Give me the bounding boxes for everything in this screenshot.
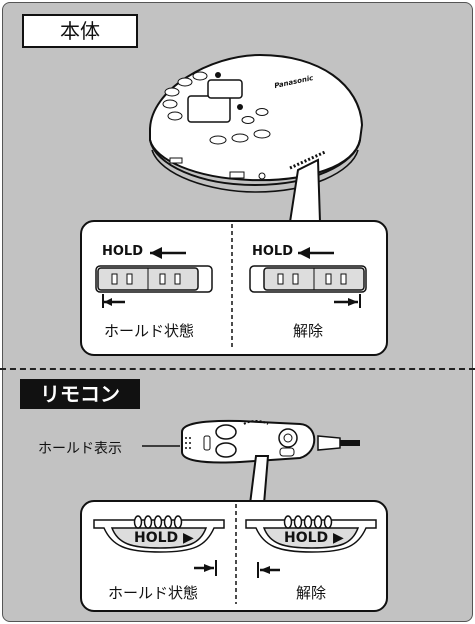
main-right-caption: 解除 <box>293 322 324 340</box>
remote-left-hold-label: HOLD ▶ <box>134 530 194 546</box>
main-left-hold-label: HOLD <box>102 244 144 259</box>
remote-hold-panel <box>80 500 388 612</box>
remote-right-caption: 解除 <box>296 584 327 602</box>
hold-indicator-label: ホールド表示 <box>38 441 122 457</box>
main-left-caption: ホールド状態 <box>104 322 195 340</box>
remote-title: リモコン <box>20 379 140 409</box>
remote-right-hold-label: HOLD ▶ <box>284 530 344 546</box>
remote-left-caption: ホールド状態 <box>108 584 199 602</box>
main-right-hold-label: HOLD <box>252 244 294 259</box>
section-divider <box>0 368 475 370</box>
main-unit-title: 本体 <box>22 14 138 48</box>
